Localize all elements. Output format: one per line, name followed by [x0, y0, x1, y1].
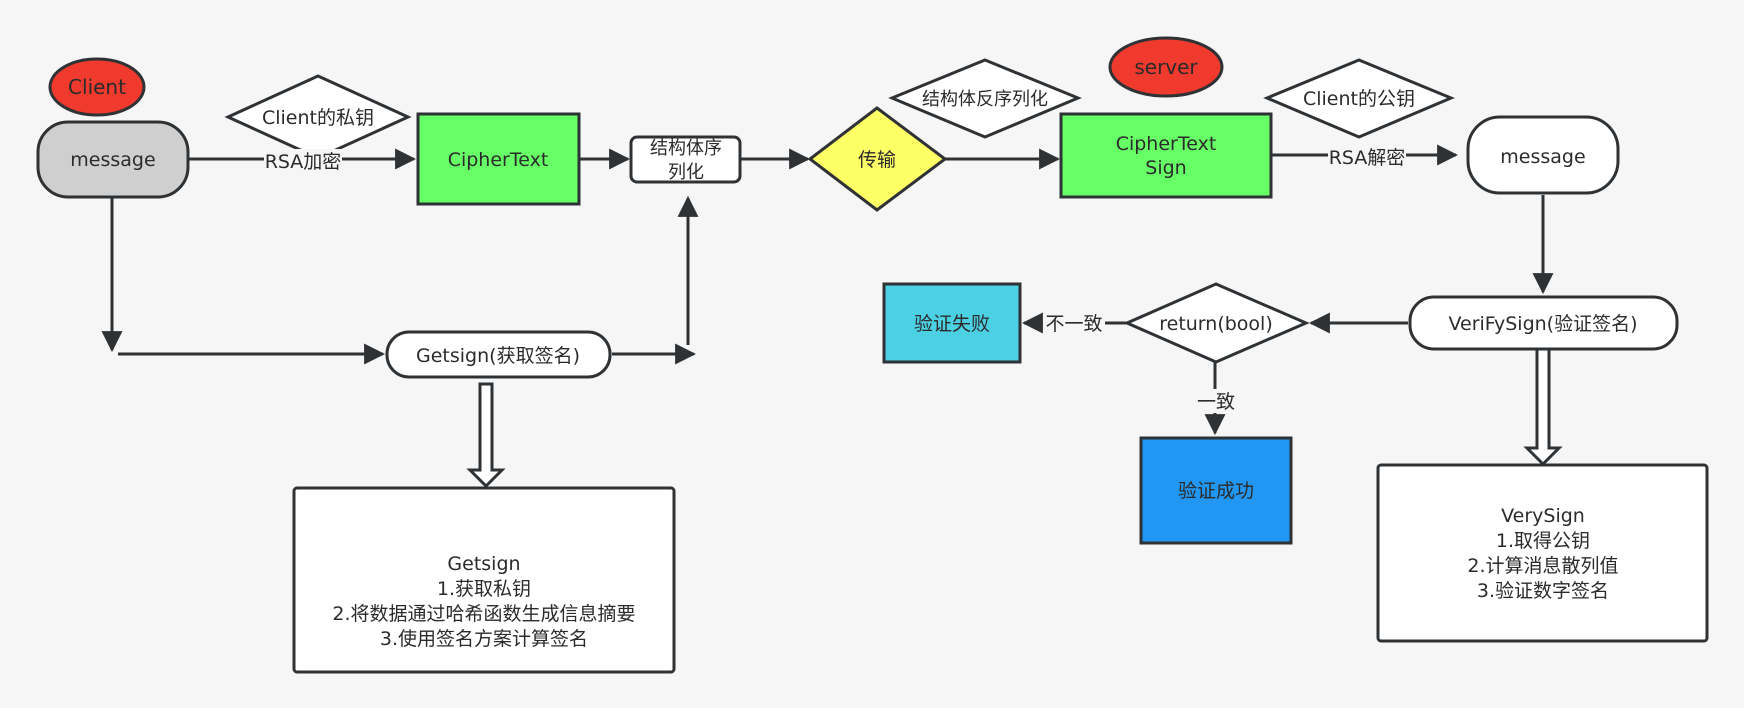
verifysign-text: VeriFySign(验证签名) — [1449, 313, 1638, 335]
server-badge-text: server — [1134, 55, 1198, 79]
getsign-node[interactable]: Getsign(获取签名) — [385, 330, 612, 379]
client-message-text: message — [70, 149, 155, 171]
rsa-encrypt-label: RSA加密 — [265, 151, 342, 173]
rsa-decrypt-label-bg — [1328, 145, 1406, 169]
ciphertext-node[interactable]: CipherText — [416, 112, 581, 206]
rsa-encrypt-label-bg — [264, 149, 342, 173]
deserialize-text: 结构体反序列化 — [922, 89, 1048, 110]
mismatch-label: 不一致 — [1045, 313, 1102, 335]
getsign-note-step-3: 3.使用签名方案计算签名 — [380, 628, 588, 650]
serialize-node[interactable]: 结构体序 列化 — [629, 135, 742, 184]
verysign-note-title: VerySign — [1501, 505, 1585, 527]
client-private-key-diamond[interactable]: Client的私钥 — [224, 74, 412, 160]
verify-fail-text: 验证失败 — [914, 313, 990, 335]
getsign-note-title: Getsign — [447, 553, 520, 575]
client-public-key-text: Client的公钥 — [1303, 88, 1415, 110]
verify-success-text: 验证成功 — [1178, 480, 1254, 502]
server-cipher-sign-node[interactable]: CipherText Sign — [1059, 112, 1273, 199]
getsign-text: Getsign(获取签名) — [416, 345, 580, 367]
client-badge-text: Client — [68, 75, 126, 99]
getsign-note-step-2: 2.将数据通过哈希函数生成信息摘要 — [332, 603, 635, 625]
server-cipher-line-2: Sign — [1145, 157, 1186, 179]
verysign-note: VerySign 1.取得公钥 2.计算消息散列值 3.验证数字签名 — [1376, 463, 1709, 643]
client-public-key-diamond[interactable]: Client的公钥 — [1263, 58, 1455, 139]
verify-fail-node[interactable]: 验证失败 — [882, 282, 1022, 364]
client-badge: Client — [48, 57, 146, 117]
server-cipher-line-1: CipherText — [1116, 133, 1217, 155]
transmit-diamond[interactable]: 传输 — [807, 106, 948, 212]
hollow-arrow-getsign-note — [466, 382, 506, 489]
hollow-arrow-verysign-note — [1523, 345, 1563, 467]
getsign-note: Getsign 1.获取私钥 2.将数据通过哈希函数生成信息摘要 3.使用签名方… — [292, 486, 676, 674]
verifysign-node[interactable]: VeriFySign(验证签名) — [1408, 295, 1679, 351]
client-message-node[interactable]: message — [36, 120, 190, 199]
connectors — [101, 144, 1563, 489]
ciphertext-text: CipherText — [448, 149, 549, 171]
return-bool-diamond[interactable]: return(bool) — [1123, 282, 1310, 364]
mismatch-label-bg — [1043, 311, 1105, 335]
transmit-text: 传输 — [858, 149, 896, 171]
serialize-line-2: 列化 — [668, 162, 704, 183]
verysign-note-step-2: 2.计算消息散列值 — [1467, 555, 1618, 577]
server-message-node[interactable]: message — [1466, 115, 1620, 195]
verify-success-node[interactable]: 验证成功 — [1139, 436, 1293, 545]
server-message-text: message — [1500, 146, 1585, 168]
match-label-bg — [1195, 389, 1237, 413]
rsa-decrypt-label: RSA解密 — [1329, 147, 1406, 169]
serialize-line-1: 结构体序 — [650, 138, 722, 159]
client-private-key-text: Client的私钥 — [262, 107, 374, 129]
match-label: 一致 — [1197, 391, 1235, 413]
verysign-note-step-1: 1.取得公钥 — [1496, 530, 1590, 552]
server-badge: server — [1108, 36, 1224, 98]
deserialize-diamond[interactable]: 结构体反序列化 — [888, 58, 1082, 139]
getsign-note-step-1: 1.获取私钥 — [437, 578, 531, 600]
verysign-note-step-3: 3.验证数字签名 — [1477, 580, 1609, 602]
return-bool-text: return(bool) — [1159, 313, 1273, 335]
